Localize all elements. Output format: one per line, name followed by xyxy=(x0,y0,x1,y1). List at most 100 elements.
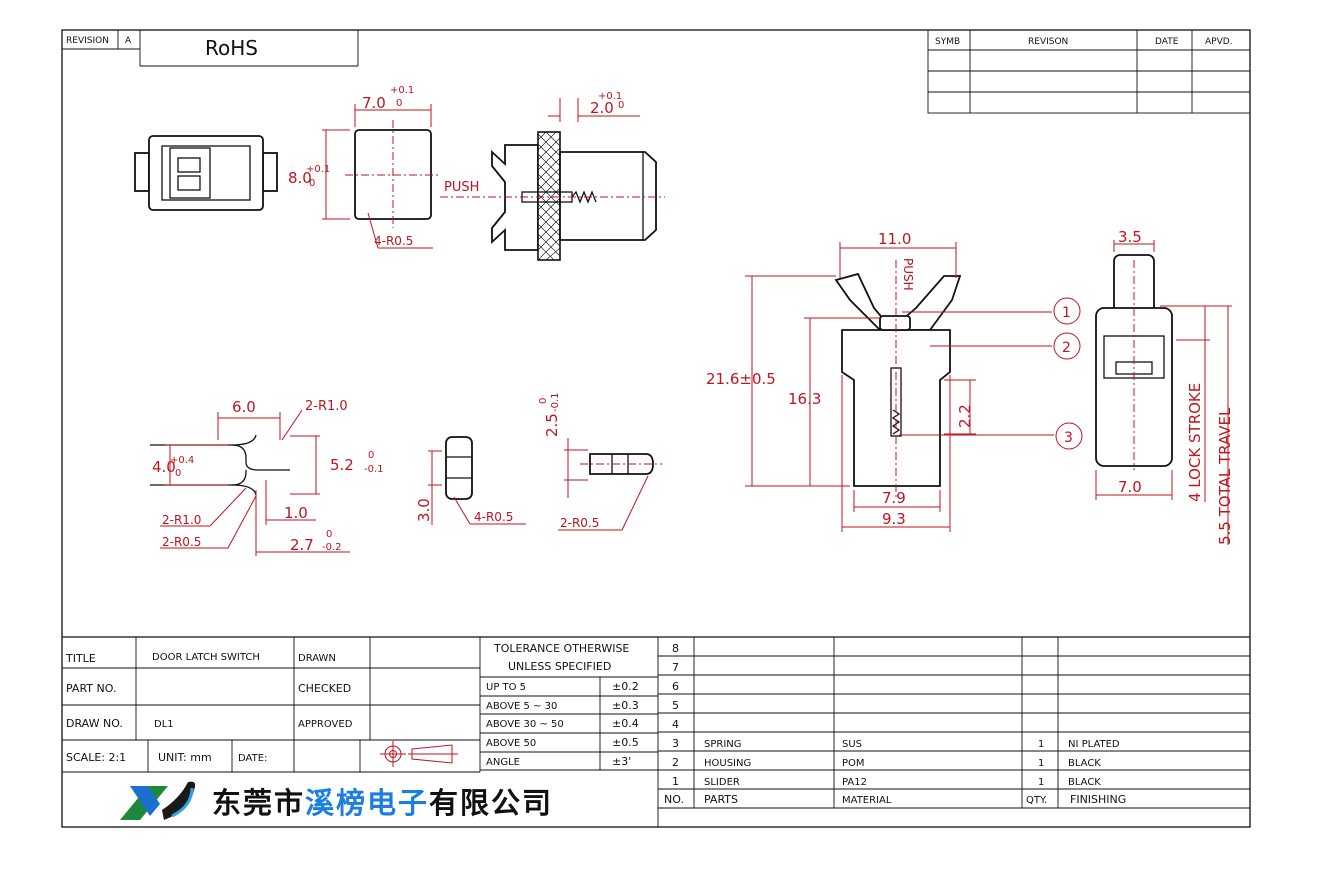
bom-no-5: 5 xyxy=(672,699,679,712)
bom-header-no: NO. xyxy=(664,793,684,806)
cutout-d27-tol-plus: 0 xyxy=(326,529,332,540)
tol-value-5: ±3' xyxy=(612,755,631,768)
bom-no-4: 4 xyxy=(672,718,679,731)
dim-panel-tol-minus: 0 xyxy=(618,100,624,111)
tol-range-1: UP TO 5 xyxy=(486,682,526,693)
date-label: DATE: xyxy=(238,753,267,764)
cutout-height-tol-minus: 0 xyxy=(175,468,181,479)
drawn-label: DRAWN xyxy=(298,653,336,664)
balloon-1 xyxy=(1053,297,1081,325)
balloon-2 xyxy=(1053,332,1081,360)
dim-width: 7.0 xyxy=(362,94,386,112)
bom-material-1: PA12 xyxy=(842,777,867,788)
rev-header-symb: SYMB xyxy=(935,37,960,47)
tol-range-3: ABOVE 30 ~ 50 xyxy=(486,719,564,730)
bom-part-3: SPRING xyxy=(704,739,742,750)
slider-dim-tol-minus: -0.1 xyxy=(550,392,561,412)
panel-hatch xyxy=(537,131,561,261)
sheet-border xyxy=(61,29,1251,828)
tol-value-3: ±0.4 xyxy=(612,717,639,730)
revision-letter: A xyxy=(125,36,132,46)
tol-title-2: UNLESS SPECIFIED xyxy=(508,660,611,673)
part-label: PART NO. xyxy=(66,682,116,695)
cutout-right-tol-plus: 0 xyxy=(368,450,374,461)
slider-dim: 2.5 xyxy=(543,413,561,437)
bom-qty-2: 1 xyxy=(1038,758,1044,769)
slider-end-view: 2.5 0 -0.1 2-R0.5 xyxy=(538,392,662,531)
front-body-height: 16.3 xyxy=(788,390,821,408)
bom-header-parts: PARTS xyxy=(704,793,738,806)
side-top-width: 3.5 xyxy=(1118,228,1142,246)
bom-no-3: 3 xyxy=(672,737,679,750)
unit-label: UNIT: mm xyxy=(158,751,212,764)
bom-material-2: POM xyxy=(842,758,865,769)
total-travel-label: 5.5 TOTAL TRAVEL xyxy=(1216,407,1234,545)
slider-radius: 2-R0.5 xyxy=(560,516,599,530)
tol-range-5: ANGLE xyxy=(486,757,520,768)
cutout-height-tol-plus: +0.4 xyxy=(170,455,194,466)
balloon-2-label: 2 xyxy=(1062,340,1071,356)
cutout-right-tol-minus: -0.1 xyxy=(364,464,384,475)
title-block: TITLE DOOR LATCH SWITCH PART NO. DRAW NO… xyxy=(61,636,1250,827)
cutout-d27: 2.7 xyxy=(290,536,314,554)
draw-value: DL1 xyxy=(154,719,174,730)
checked-label: CHECKED xyxy=(298,682,351,695)
slot-height: 3.0 xyxy=(415,498,433,522)
cutout-r05: 2-R0.5 xyxy=(162,535,201,549)
revision-label: REVISION xyxy=(66,36,109,46)
company-logo xyxy=(120,781,196,820)
revision-table: SYMB REVISON DATE APVD. xyxy=(927,29,1251,114)
bom-no-1: 1 xyxy=(672,775,679,788)
plunger-top-view: 7.0 +0.1 0 8.0 +0.1 0 4-R0.5 xyxy=(288,85,440,249)
panel-section-view: 2.0 +0.1 0 PUSH xyxy=(440,91,665,261)
company-name-part-2: 溪榜电子 xyxy=(305,786,430,820)
dim-height: 8.0 xyxy=(288,169,312,187)
front-push-label: PUSH xyxy=(901,258,915,291)
cutout-width: 6.0 xyxy=(232,398,256,416)
cutout-view: 6.0 2-R1.0 4.0 +0.4 0 5.2 0 -0.1 2-R1.0 … xyxy=(150,398,384,556)
rev-header-apvd: APVD. xyxy=(1205,37,1233,47)
balloon-3 xyxy=(1055,422,1083,450)
balloon-3-label: 3 xyxy=(1064,430,1073,446)
bom-qty-1: 1 xyxy=(1038,777,1044,788)
switch-front-view: PUSH 11.0 21.6±0.5 16.3 2.2 7.9 9.3 1 2 … xyxy=(706,230,1083,532)
lock-stroke-label: 4 LOCK STROKE xyxy=(1186,383,1204,502)
slider-dim-tol-plus: 0 xyxy=(538,398,549,404)
cutout-r10: 2-R1.0 xyxy=(162,513,201,527)
bom-no-8: 8 xyxy=(672,642,679,655)
tol-range-4: ABOVE 50 xyxy=(486,738,536,749)
bom-no-7: 7 xyxy=(672,661,679,674)
bom-finish-3: NI PLATED xyxy=(1068,739,1120,750)
dim-panel: 2.0 xyxy=(590,99,614,117)
revision-box: REVISION A RoHS xyxy=(62,30,359,67)
projection-symbol-icon xyxy=(380,741,458,767)
cutout-right-dim: 5.2 xyxy=(330,456,354,474)
front-step: 2.2 xyxy=(956,404,974,428)
bom-part-1: SLIDER xyxy=(704,777,740,788)
dim-radius: 4-R0.5 xyxy=(374,234,413,248)
slot-view: 3.0 4-R0.5 xyxy=(415,436,526,525)
dim-width-tol-plus: +0.1 xyxy=(390,85,414,96)
tol-value-4: ±0.5 xyxy=(612,736,639,749)
tol-title-1: TOLERANCE OTHERWISE xyxy=(493,642,629,655)
bom-header-qty: QTY. xyxy=(1026,795,1047,806)
scale-label: SCALE: 2:1 xyxy=(66,751,126,764)
rev-header-revison: REVISON xyxy=(1028,37,1068,47)
dim-panel-tol-plus: +0.1 xyxy=(598,91,622,102)
company-name: 东莞市溪榜电子有限公司 xyxy=(212,778,553,824)
end-view xyxy=(134,135,278,211)
front-overall-height: 21.6±0.5 xyxy=(706,370,776,388)
slot-radius: 4-R0.5 xyxy=(474,510,513,524)
cutout-d27-tol-minus: -0.2 xyxy=(322,542,342,553)
dim-height-tol-minus: 0 xyxy=(309,178,315,189)
company-name-part-1: 东莞市 xyxy=(212,786,306,820)
rohs-label: RoHS xyxy=(205,36,258,60)
approved-label: APPROVED xyxy=(298,719,353,730)
bom-finish-2: BLACK xyxy=(1068,758,1101,769)
title-value: DOOR LATCH SWITCH xyxy=(152,652,260,663)
balloon-1-label: 1 xyxy=(1062,305,1071,321)
switch-side-view: 3.5 7.0 4 LOCK STROKE 5.5 TOTAL TRAVEL xyxy=(1095,228,1234,545)
bom-finish-1: BLACK xyxy=(1068,777,1101,788)
front-top-width: 11.0 xyxy=(878,230,911,248)
dim-height-tol-plus: +0.1 xyxy=(306,164,330,175)
